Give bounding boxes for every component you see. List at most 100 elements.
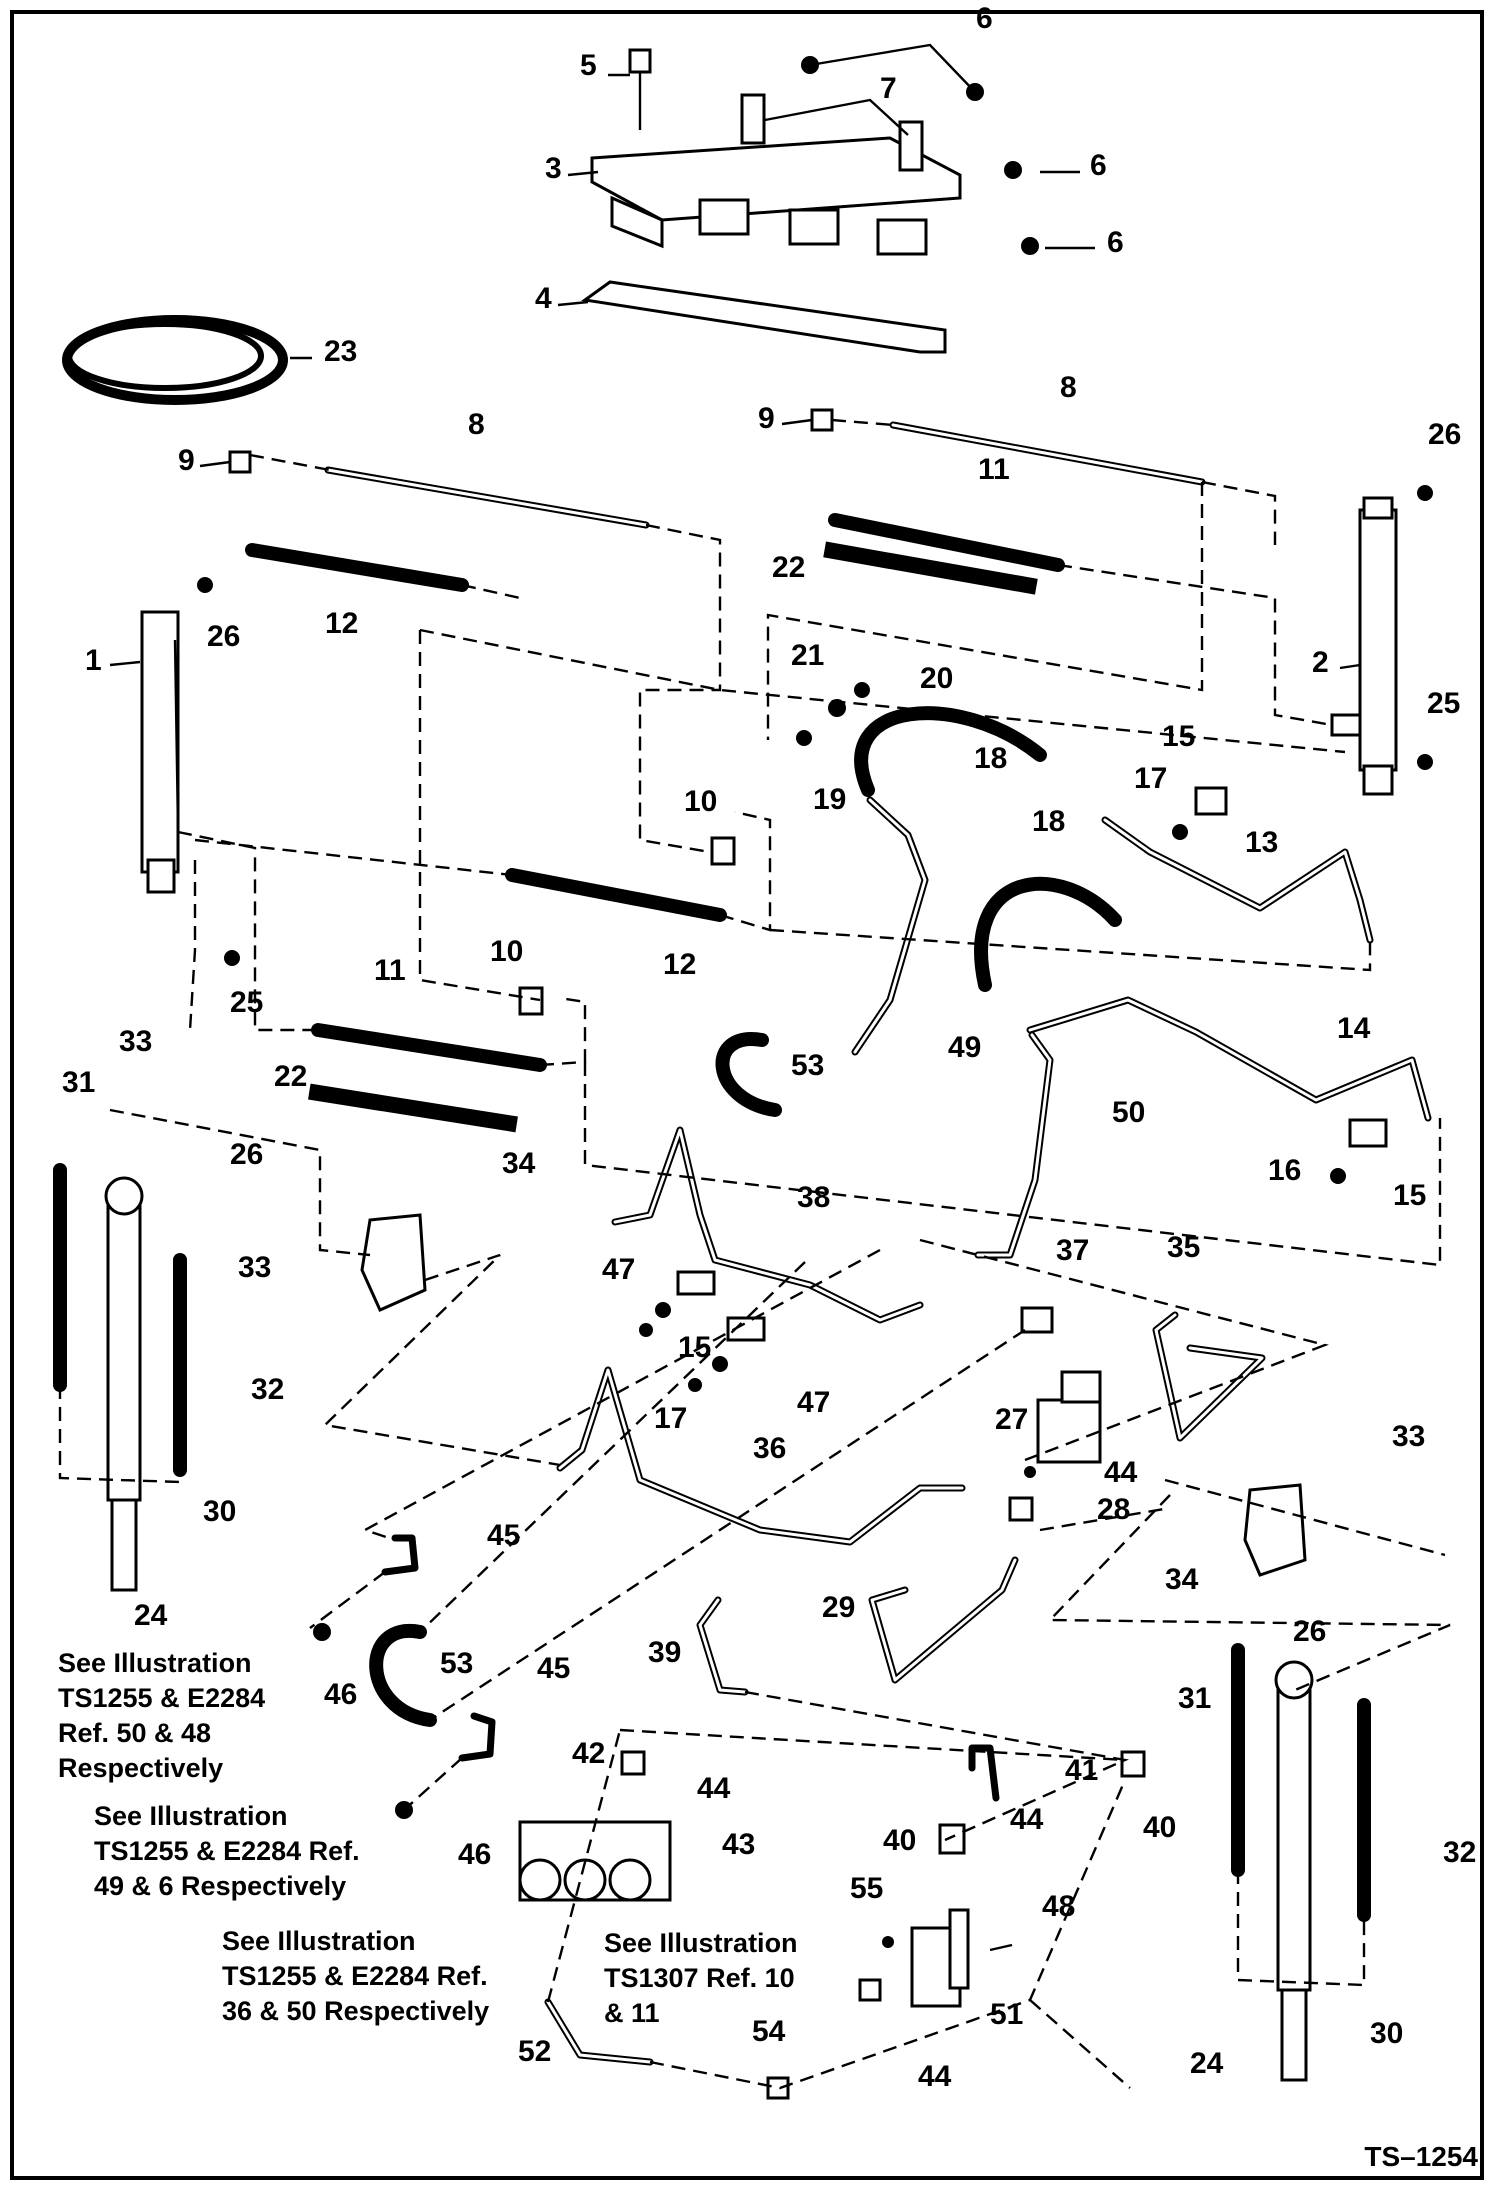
callout-33: 33	[119, 1025, 152, 1058]
part-17-nut-left-lower	[688, 1378, 702, 1392]
callout-38: 38	[797, 1181, 830, 1214]
part-25-pin-right	[1417, 754, 1433, 770]
part-42-plug	[620, 1750, 646, 1776]
part-40-fitting-right	[1120, 1750, 1146, 1778]
part-4-plate	[581, 280, 947, 354]
part-11-hose-lower	[311, 1023, 547, 1072]
part-54-fitting-lower	[766, 2076, 790, 2100]
callout-15: 15	[1393, 1179, 1426, 1212]
part-40-fitting-left	[938, 1823, 966, 1855]
callout-17: 17	[654, 1402, 687, 1435]
part-30-tilt-cylinder-right	[1274, 1660, 1314, 2082]
callout-16: 16	[1268, 1154, 1301, 1187]
callout-34: 34	[502, 1147, 536, 1180]
callout-10: 10	[684, 785, 717, 818]
callout-25: 25	[230, 986, 263, 1019]
callout-46: 46	[324, 1678, 357, 1711]
callout-7: 7	[880, 72, 897, 105]
part-47-nut-upper	[655, 1302, 671, 1318]
part-53-hose-lower	[369, 1623, 437, 1727]
callout-50: 50	[1112, 1096, 1145, 1129]
part-44-oring-27	[1024, 1466, 1036, 1478]
callout-52: 52	[518, 2035, 551, 2068]
part-22-sleeve-lower	[308, 1083, 518, 1133]
part-12-hose-middle	[505, 868, 727, 922]
callout-22: 22	[274, 1060, 307, 1093]
callout-18: 18	[1032, 805, 1065, 838]
part-39-tube	[696, 1596, 749, 1696]
part-18-hose-lower	[974, 876, 1122, 992]
callout-24: 24	[134, 1599, 168, 1632]
part-8-tube-right	[889, 421, 1206, 486]
part-54-fitting-upper	[858, 1978, 882, 2002]
callout-33: 33	[1392, 1420, 1425, 1453]
part-15-clamp-right	[1348, 1118, 1388, 1148]
diagram-frame	[10, 10, 1484, 2180]
callout-8: 8	[1060, 371, 1077, 404]
part-26-pin-left	[197, 577, 213, 593]
part-22-sleeve-upper	[823, 541, 1038, 595]
callout-43: 43	[722, 1828, 755, 1861]
callout-24: 24	[1190, 2047, 1224, 2080]
callout-46: 46	[458, 1838, 491, 1871]
callout-6: 6	[1090, 149, 1107, 182]
callout-44: 44	[918, 2060, 952, 2093]
callout-55: 55	[850, 1872, 883, 1905]
callout-39: 39	[648, 1636, 681, 1669]
reference-note-1-line-1: See Illustration	[58, 1648, 252, 1678]
part-46-nut-upper	[313, 1623, 331, 1641]
part-15-clamp-left-upper	[676, 1270, 716, 1296]
part-28-fitting	[1008, 1496, 1034, 1522]
part-5-bolt	[628, 48, 652, 130]
part-53-hose-upper	[715, 1032, 782, 1117]
reference-note-2-line-2: TS1255 & E2284 Ref.	[94, 1836, 360, 1866]
reference-note-3-line-3: 36 & 50 Respectively	[222, 1996, 489, 2026]
callout-40: 40	[1143, 1811, 1176, 1844]
part-43-control-valve	[518, 1820, 672, 1902]
part-25-pin-left	[224, 950, 240, 966]
callout-45: 45	[487, 1519, 520, 1552]
callout-26: 26	[230, 1138, 263, 1171]
callout-14: 14	[1337, 1012, 1371, 1045]
part-27-valve-block	[1036, 1370, 1102, 1464]
callout-11: 11	[374, 954, 406, 987]
reference-note-1-line-4: Respectively	[58, 1753, 223, 1783]
callout-3: 3	[545, 152, 562, 185]
callout-26: 26	[207, 620, 240, 653]
callout-35: 35	[1167, 1231, 1200, 1264]
callout-12: 12	[325, 607, 358, 640]
part-52-tube	[544, 1998, 654, 2066]
callout-40: 40	[883, 1824, 916, 1857]
dashed-connection-lines	[58, 418, 1451, 2090]
part-11-hose-upper	[828, 513, 1065, 572]
part-36-tube	[556, 1366, 966, 1546]
part-51-valve	[910, 1908, 970, 2008]
callout-13: 13	[1245, 826, 1278, 859]
part-8-tube-left	[324, 466, 650, 529]
callout-25: 25	[1427, 687, 1460, 720]
callout-11: 11	[978, 453, 1010, 486]
callout-5: 5	[580, 49, 597, 82]
part-37-fitting	[1020, 1306, 1054, 1334]
callout-30: 30	[203, 1495, 236, 1528]
part-30-tilt-cylinder-left	[104, 1176, 144, 1592]
callout-6: 6	[1107, 226, 1124, 259]
callout-31: 31	[62, 1066, 95, 1099]
callout-44: 44	[1010, 1803, 1044, 1836]
callout-2: 2	[1312, 646, 1329, 679]
part-45-elbow-upper	[381, 1534, 419, 1576]
callout-48: 48	[1042, 1890, 1075, 1923]
callout-6: 6	[976, 2, 993, 35]
callout-29: 29	[822, 1591, 855, 1624]
part-34-manifold-right	[1243, 1483, 1307, 1577]
reference-note-4-line-3: & 11	[604, 1998, 660, 2028]
reference-note-4-line-1: See Illustration	[604, 1928, 798, 1958]
callout-9: 9	[178, 444, 195, 477]
callout-12: 12	[663, 948, 696, 981]
part-55-plug	[882, 1936, 894, 1948]
callout-53: 53	[791, 1049, 824, 1082]
callout-15: 15	[678, 1331, 711, 1364]
